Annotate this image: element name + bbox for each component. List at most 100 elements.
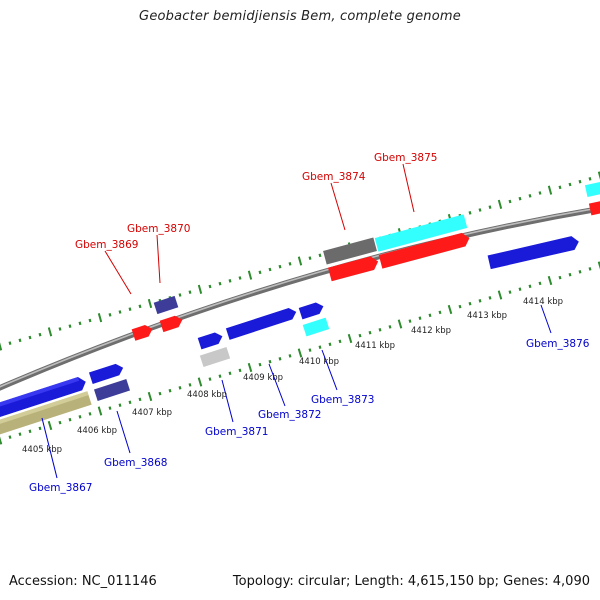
scale-ruler-bottom-minor-tick (28, 429, 32, 434)
gene-feature-edge-cyan[interactable] (584, 180, 600, 197)
scale-ruler-top-minor-tick (308, 256, 312, 260)
gene-feature-3873-blue[interactable] (298, 301, 326, 320)
scale-ruler-top-major-tick (0, 342, 3, 351)
gene-feature-3871-grey[interactable] (199, 346, 231, 368)
gene-feature-3875-cyan[interactable] (374, 214, 468, 252)
scale-ruler-bottom-minor-tick (218, 374, 222, 378)
scale-ruler-top-minor-tick (488, 205, 492, 209)
gene-label-3870[interactable]: Gbem_3870 (127, 223, 190, 235)
scale-ruler-top-minor-tick (128, 307, 132, 311)
gene-label-3869[interactable]: Gbem_3869 (75, 239, 138, 251)
gene-feature-3868-navy[interactable] (93, 379, 131, 401)
scale-ruler-bottom-minor-tick (188, 383, 192, 387)
scale-ruler-bottom-major-tick (397, 319, 403, 329)
leader-line-3873 (321, 349, 338, 391)
scale-ruler-top-minor-tick (478, 208, 482, 212)
scale-ruler-bottom-major-tick (97, 406, 103, 416)
scale-ruler-bottom-minor-tick (178, 386, 182, 390)
scale-ruler-bottom-minor-tick (388, 325, 392, 329)
scale-ruler-bottom-major-tick (297, 348, 303, 358)
scale-ruler-top-minor-tick (468, 211, 472, 215)
scale-ruler-top-major-tick (47, 327, 53, 337)
scale-ruler-bottom-minor-tick (578, 270, 582, 274)
scale-ruler-bottom-major-tick (347, 333, 353, 344)
scale-ruler-top-minor-tick (238, 276, 242, 280)
scale-ruler-bottom-major-tick (547, 275, 553, 286)
gene-label-3872[interactable]: Gbem_3872 (258, 409, 321, 421)
scale-ruler-top-minor-tick (588, 177, 592, 181)
genome-stats-label: Topology: circular; Length: 4,615,150 bp… (232, 574, 590, 589)
scale-ruler-bottom-minor-tick (528, 284, 532, 289)
gene-feature-3873-cyan[interactable] (302, 317, 330, 337)
scale-ruler-bottom-minor-tick (358, 333, 362, 338)
scale-ruler-top-minor-tick (68, 324, 72, 328)
scale-ruler-bottom-minor-tick (408, 319, 412, 323)
scale-ruler-bottom-minor-tick (68, 417, 72, 422)
gene-label-3875[interactable]: Gbem_3875 (374, 152, 437, 164)
scale-ruler-top-minor-tick (218, 281, 222, 286)
scale-ruler-top-minor-tick (58, 327, 62, 331)
scale-ruler-top-minor-tick (38, 332, 42, 337)
scale-ruler-top-minor-tick (228, 279, 232, 283)
scale-ruler-bottom-minor-tick (328, 342, 332, 347)
scale-ruler-top-major-tick (247, 270, 253, 280)
scale-ruler-top-minor-tick (28, 335, 32, 340)
scale-ruler-top-minor-tick (288, 262, 292, 266)
gene-label-3873[interactable]: Gbem_3873 (311, 394, 374, 406)
scale-ruler-top-major-tick (497, 199, 503, 209)
accession-label: Accession: NC_011146 (9, 574, 157, 589)
gene-feature-3875-red[interactable] (378, 231, 471, 269)
gene-feature-3867-blue[interactable] (0, 375, 88, 419)
scale-label-4411: 4411 kbp (355, 341, 395, 351)
gene-label-3871[interactable]: Gbem_3871 (205, 426, 268, 438)
scale-label-4412: 4412 kbp (411, 326, 451, 336)
scale-ruler-bottom-major-tick (597, 261, 600, 270)
gene-label-3868[interactable]: Gbem_3868 (104, 457, 167, 469)
scale-ruler-bottom-minor-tick (518, 287, 522, 291)
scale-ruler-bottom-minor-tick (428, 313, 432, 318)
gene-feature-edge-red[interactable] (588, 200, 600, 216)
scale-ruler-bottom-minor-tick (458, 304, 462, 309)
scale-ruler-top-minor-tick (78, 321, 82, 326)
scale-ruler-bottom-minor-tick (88, 412, 92, 416)
scale-ruler-bottom-major-tick (247, 362, 253, 373)
gene-label-3874[interactable]: Gbem_3874 (302, 171, 366, 183)
scale-ruler-top-minor-tick (8, 341, 12, 345)
genome-backbone (0, 205, 600, 391)
gene-feature-3868-blue[interactable] (88, 362, 125, 384)
gene-feature-3872-blue[interactable] (225, 306, 298, 340)
gene-feature-3870-red[interactable] (159, 314, 185, 333)
gene-feature-3874-grey[interactable] (323, 237, 377, 265)
scale-label-4407: 4407 kbp (132, 408, 172, 418)
scale-ruler-bottom-minor-tick (338, 339, 342, 344)
scale-ruler-top-minor-tick (568, 182, 572, 187)
gene-label-3867[interactable]: Gbem_3867 (29, 482, 92, 494)
scale-ruler-bottom-minor-tick (508, 290, 512, 294)
gene-feature-3874-red[interactable] (328, 255, 380, 282)
scale-ruler-top-minor-tick (258, 270, 262, 275)
scale-label-4414: 4414 kbp (523, 297, 563, 307)
scale-ruler-bottom-minor-tick (108, 406, 112, 410)
scale-ruler-bottom-minor-tick (288, 354, 292, 358)
gene-feature-3869-red[interactable] (131, 323, 155, 341)
gene-feature-3870-navy[interactable] (153, 295, 179, 315)
scale-ruler-top-minor-tick (508, 199, 512, 204)
scale-label-4413: 4413 kbp (467, 311, 507, 321)
gene-feature-3871-blue[interactable] (197, 331, 225, 350)
gene-label-3876[interactable]: Gbem_3876 (526, 338, 590, 350)
scale-ruler-bottom-minor-tick (558, 275, 562, 280)
scale-ruler-bottom-minor-tick (278, 357, 282, 361)
scale-ruler-top-minor-tick (278, 264, 282, 269)
scale-ruler-bottom-minor-tick (168, 388, 172, 393)
scale-ruler-top-minor-tick (88, 318, 92, 323)
leader-line-3874 (330, 182, 346, 231)
gene-feature-3876-blue[interactable] (487, 235, 581, 270)
gene-feature-3867-olive[interactable] (0, 391, 92, 437)
scale-ruler-bottom-minor-tick (368, 330, 372, 335)
scale-ruler-bottom-minor-tick (208, 377, 212, 381)
scale-ruler-bottom-minor-tick (128, 400, 132, 405)
scale-ruler-bottom-minor-tick (78, 415, 82, 419)
scale-ruler-top-minor-tick (138, 304, 142, 309)
scale-ruler-top-minor-tick (118, 310, 122, 314)
